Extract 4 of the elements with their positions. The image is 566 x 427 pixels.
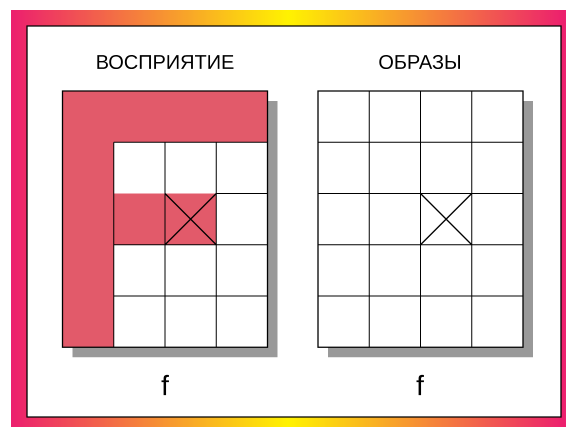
heading: ВОСПРИЯТИЕ	[97, 54, 234, 70]
function-symbol: f	[162, 374, 169, 396]
heading: ОБРАЗЫ	[379, 54, 460, 70]
function-symbol: f	[416, 374, 424, 396]
